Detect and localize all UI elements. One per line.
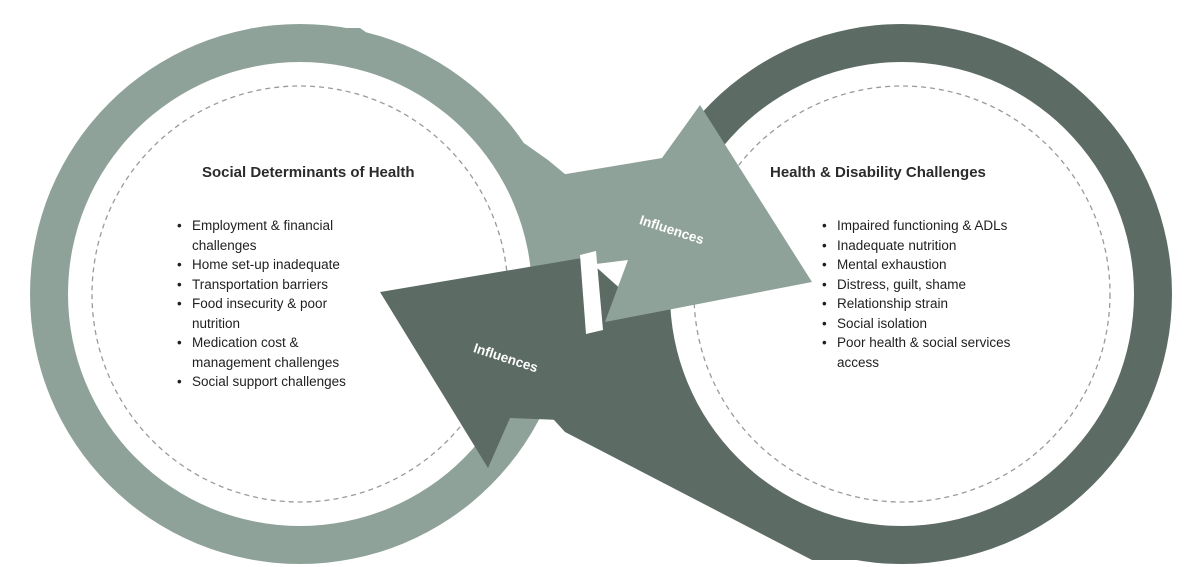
right-circle-title: Health & Disability Challenges xyxy=(770,164,986,181)
left-list-item: Home set-up inadequate xyxy=(175,255,375,275)
right-list-item: Poor health & social services access xyxy=(820,333,1050,372)
left-circle-list: Employment & financial challengesHome se… xyxy=(175,216,375,392)
left-list-item: Transportation barriers xyxy=(175,275,375,295)
left-list-item: Social support challenges xyxy=(175,372,375,392)
left-list-item: Medication cost & management challenges xyxy=(175,333,375,372)
dark-arrow-head xyxy=(380,258,660,468)
light-arrow-head xyxy=(548,105,812,322)
right-list-item: Mental exhaustion xyxy=(820,255,1050,275)
right-dashed-circle xyxy=(693,85,1111,503)
right-circle-list: Impaired functioning & ADLsInadequate nu… xyxy=(820,216,1050,372)
right-list-item: Inadequate nutrition xyxy=(820,236,1050,256)
right-list-item: Distress, guilt, shame xyxy=(820,275,1050,295)
arrow-divider xyxy=(580,251,603,334)
right-list-item: Relationship strain xyxy=(820,294,1050,314)
right-list-item: Impaired functioning & ADLs xyxy=(820,216,1050,236)
right-list-item: Social isolation xyxy=(820,314,1050,334)
left-list-item: Employment & financial challenges xyxy=(175,216,375,255)
left-circle-title: Social Determinants of Health xyxy=(202,164,415,181)
left-list-item: Food insecurity & poor nutrition xyxy=(175,294,375,333)
